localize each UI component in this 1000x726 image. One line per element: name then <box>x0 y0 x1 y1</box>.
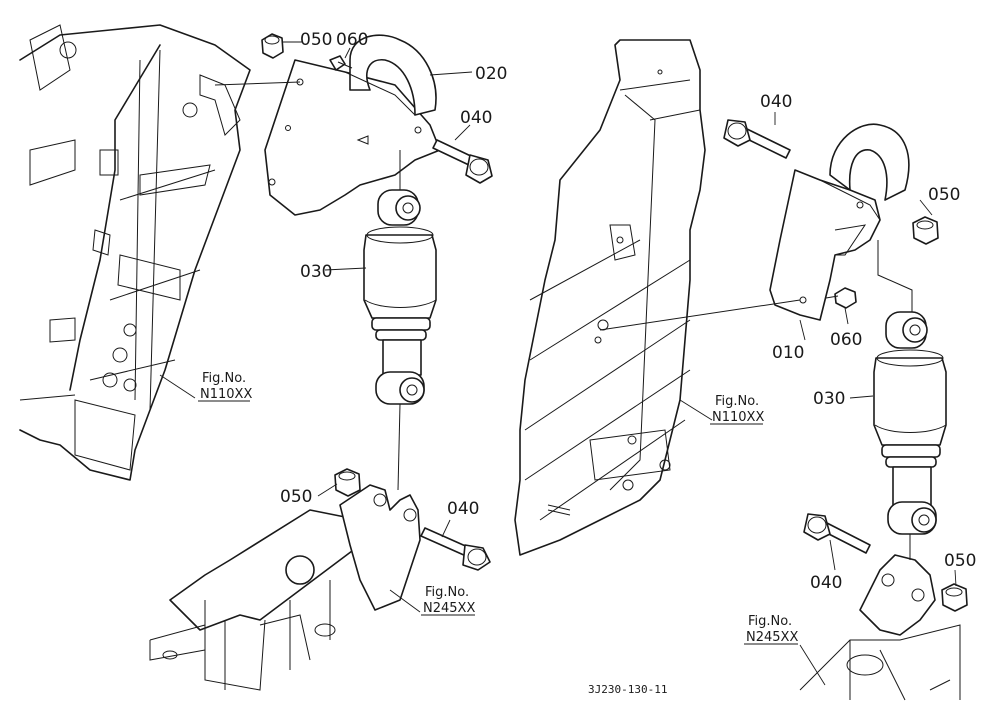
fig-ref-label-left-n110: Fig.No. <box>202 371 246 386</box>
right-bolt-060 <box>825 287 857 309</box>
left-bolt-060-top <box>329 55 353 71</box>
fig-ref-label-right-n110: Fig.No. <box>715 394 759 409</box>
label-010: 010 <box>772 343 804 363</box>
left-bolt-040-bottom <box>420 527 491 571</box>
label-030-right: 030 <box>813 389 845 409</box>
right-frame-panel <box>514 39 706 556</box>
part-labels: 050 060 020 040 030 050 040 040 050 010 … <box>280 30 976 593</box>
right-bracket-010 <box>769 123 910 321</box>
left-bolt-040-top <box>432 139 493 184</box>
right-shock-absorber-030 <box>873 311 947 535</box>
left-frame-panel <box>19 24 251 481</box>
right-alignment-lines <box>599 240 913 560</box>
label-060-right: 060 <box>830 330 862 350</box>
label-040-right-top: 040 <box>760 92 792 112</box>
document-code: 3J230-130-11 <box>588 683 667 696</box>
label-050-left-bottom: 050 <box>280 487 312 507</box>
fig-ref-label-right-n245: Fig.No. <box>748 614 792 629</box>
left-bottom-bracket <box>149 484 421 691</box>
fig-ref-n110-right: N110XX <box>712 410 764 425</box>
fig-ref-n245-right: N245XX <box>746 630 798 645</box>
label-050-left-top: 050 <box>300 30 332 50</box>
right-bolt-040-top <box>723 119 791 159</box>
fig-ref-label-left-n245: Fig.No. <box>425 585 469 600</box>
left-bracket-020 <box>264 34 441 216</box>
left-nut-050-bottom <box>334 468 361 497</box>
label-040-right-bottom: 040 <box>810 573 842 593</box>
figure-references: Fig.No. N110XX Fig.No. N245XX Fig.No. N1… <box>198 371 798 645</box>
label-030-left: 030 <box>300 262 332 282</box>
left-alignment-lines <box>214 81 401 491</box>
label-050-right-bottom: 050 <box>944 551 976 571</box>
label-040-left-top: 040 <box>460 108 492 128</box>
leader-lines <box>159 41 957 686</box>
fig-ref-n245-left: N245XX <box>423 601 475 616</box>
fig-ref-n110-left: N110XX <box>200 387 252 402</box>
left-nut-050-top <box>261 33 284 59</box>
right-nut-050-bottom <box>941 583 968 612</box>
label-040-left-bottom: 040 <box>447 499 479 519</box>
label-050-right-top: 050 <box>928 185 960 205</box>
label-060-left: 060 <box>336 30 368 50</box>
left-shock-absorber-030 <box>363 189 437 405</box>
right-bolt-040-bottom <box>803 513 871 554</box>
label-020: 020 <box>475 64 507 84</box>
right-nut-050-top <box>912 216 939 245</box>
right-bottom-bracket <box>799 554 961 701</box>
